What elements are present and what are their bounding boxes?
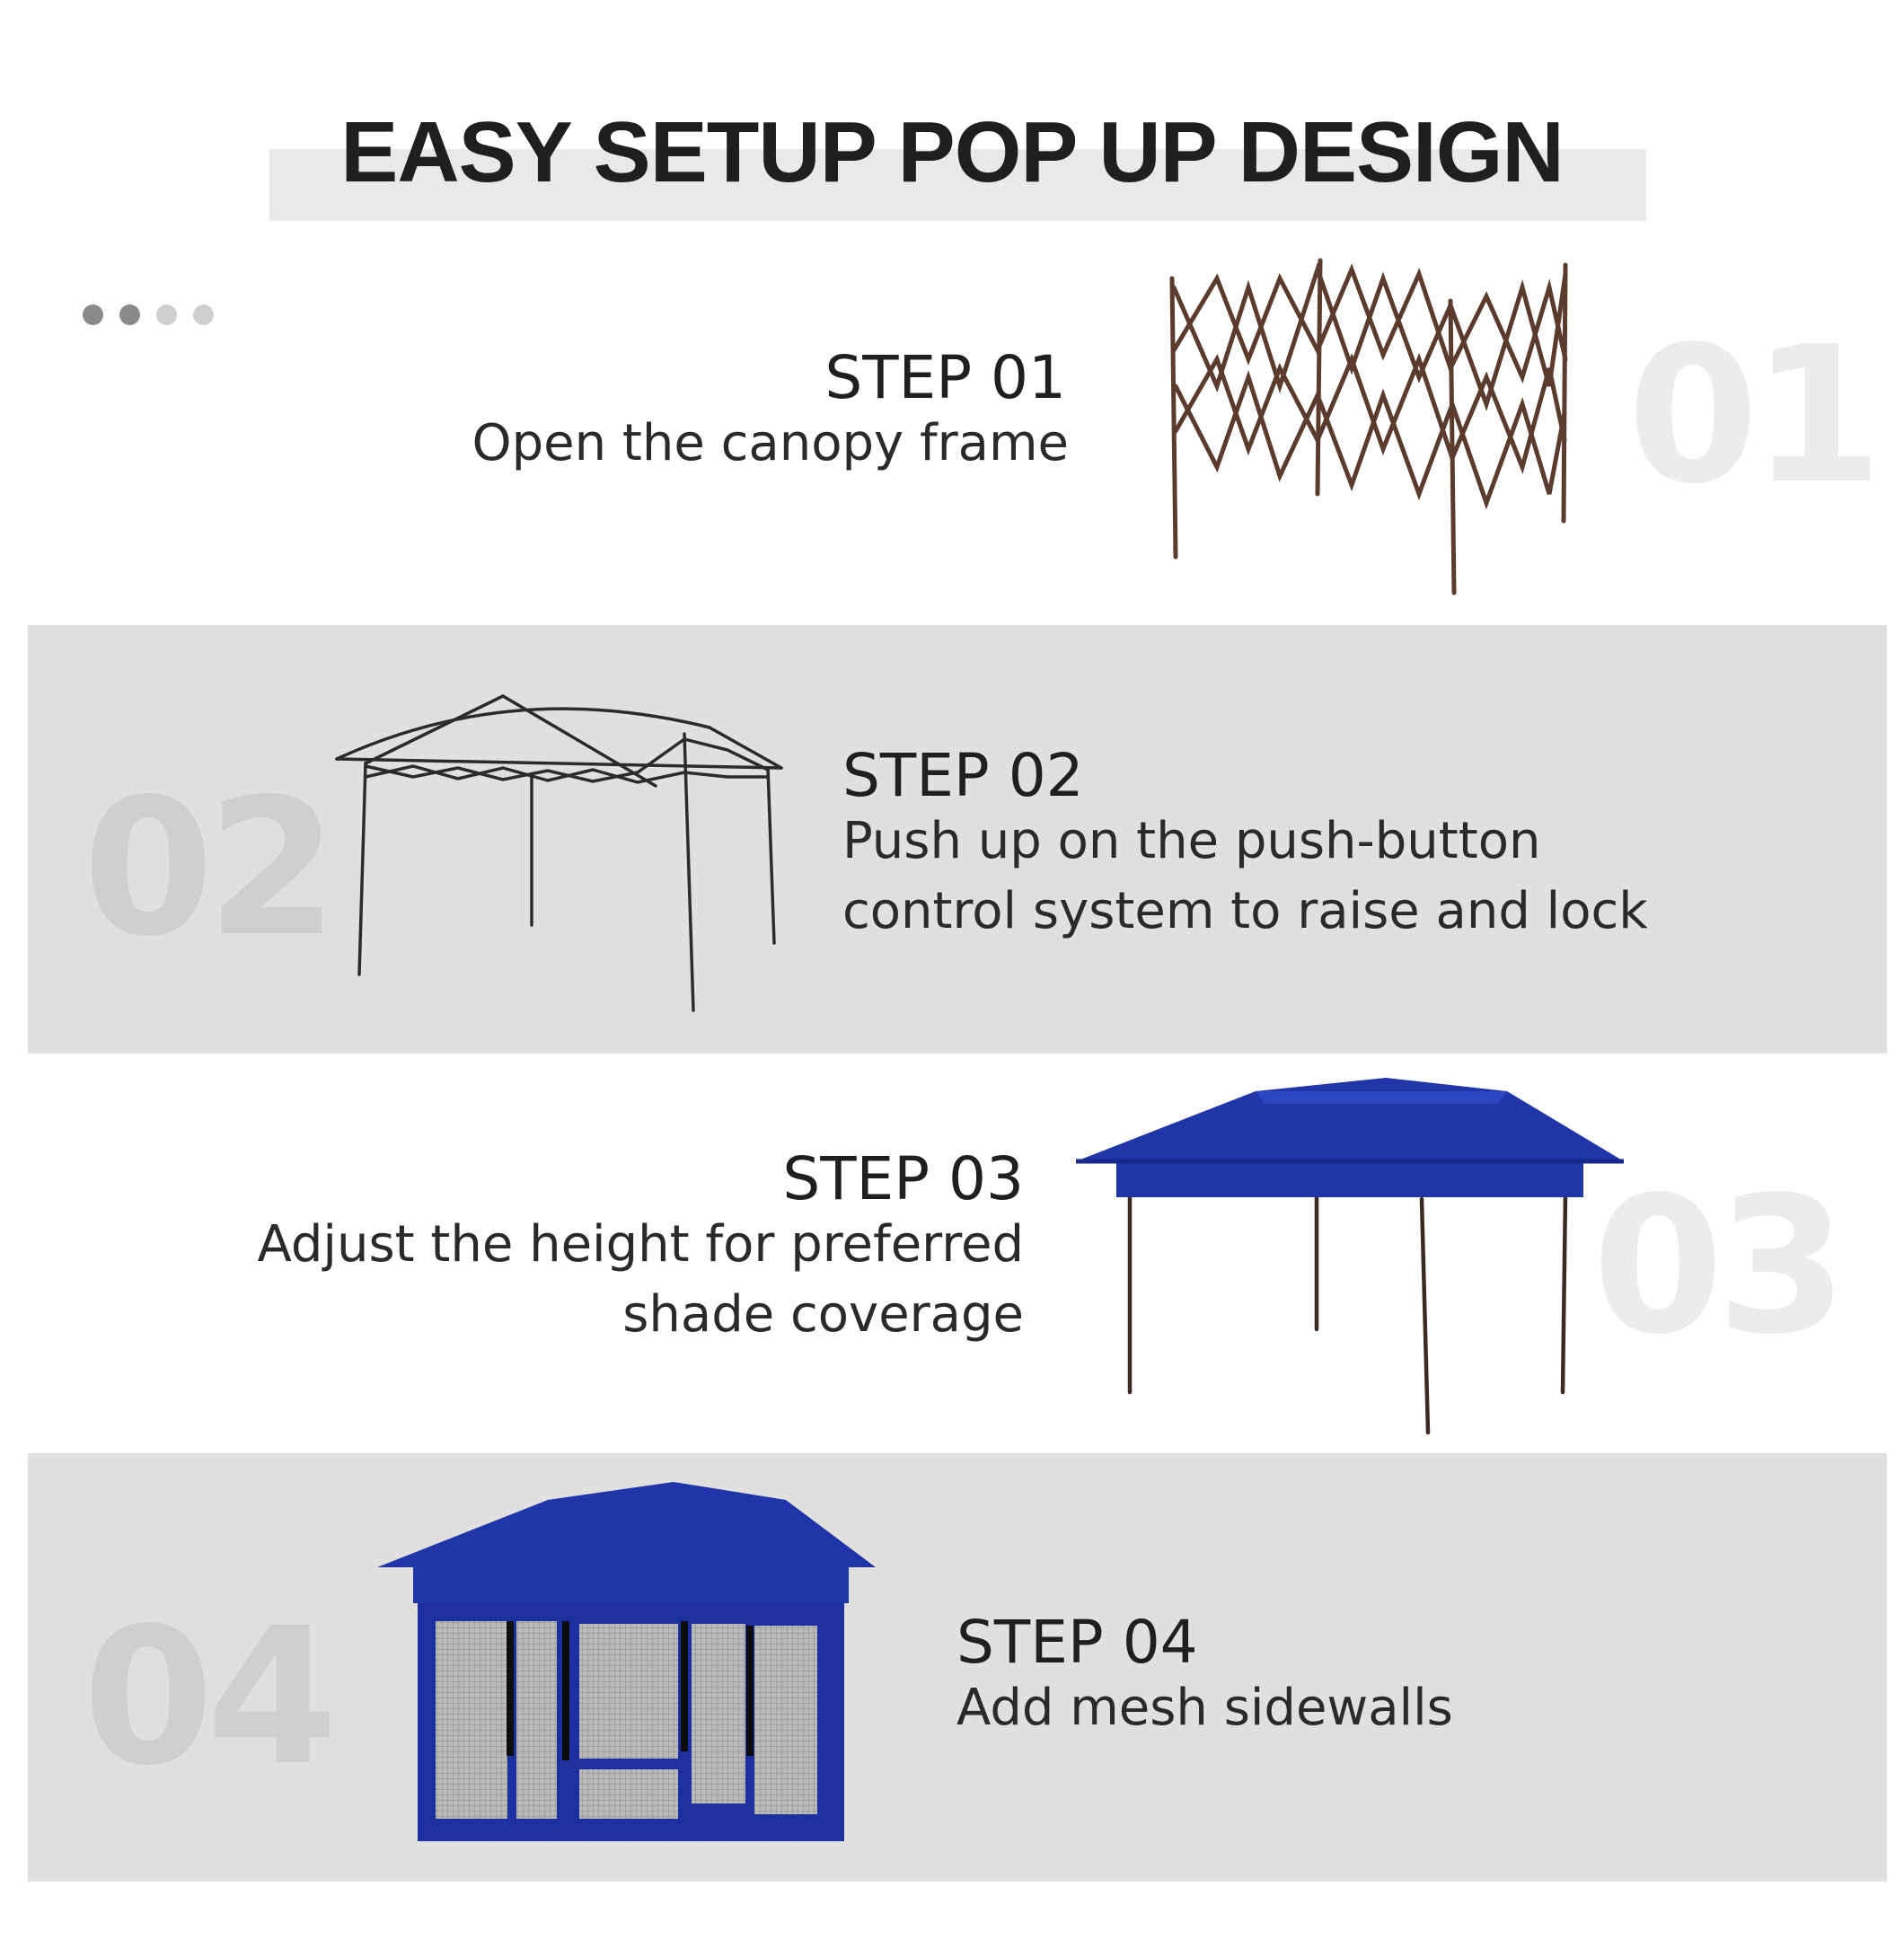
step-02-heading: STEP 02 [842, 741, 1084, 810]
step-02-text-line-2: control system to raise and lock [842, 882, 1648, 940]
step-04-band [28, 1453, 1887, 1882]
carousel-dot-1[interactable] [83, 304, 103, 325]
carousel-dot-2[interactable] [119, 304, 140, 325]
step-04-text: Add mesh sidewalls [956, 1679, 1453, 1737]
carousel-dot-3[interactable] [156, 304, 177, 325]
step-02-text-line-1: Push up on the push-button [842, 812, 1541, 870]
carousel-dots [83, 304, 214, 325]
canopy-raised-image [1076, 1078, 1624, 1435]
step-03-text-line-1: Adjust the height for preferred [257, 1215, 1024, 1274]
step-04-heading: STEP 04 [956, 1608, 1198, 1677]
step-03-heading: STEP 03 [782, 1144, 1024, 1213]
step-02-number: 02 [83, 758, 338, 978]
step-01-number: 01 [1627, 305, 1882, 525]
step-02-band [28, 625, 1887, 1054]
step-03-text-line-2: shade coverage [622, 1285, 1024, 1344]
step-04-number: 04 [83, 1587, 338, 1807]
page-title: EASY SETUP POP UP DESIGN [340, 104, 1564, 200]
canopy-with-mesh-image [377, 1482, 876, 1841]
carousel-dot-4[interactable] [193, 304, 214, 325]
raised-frame-image [335, 694, 783, 1012]
step-03-number: 03 [1592, 1156, 1847, 1376]
step-01-text: Open the canopy frame [472, 414, 1069, 472]
folded-frame-image [1169, 258, 1568, 595]
title-highlight-band [269, 149, 1646, 221]
step-01-heading: STEP 01 [824, 343, 1066, 412]
